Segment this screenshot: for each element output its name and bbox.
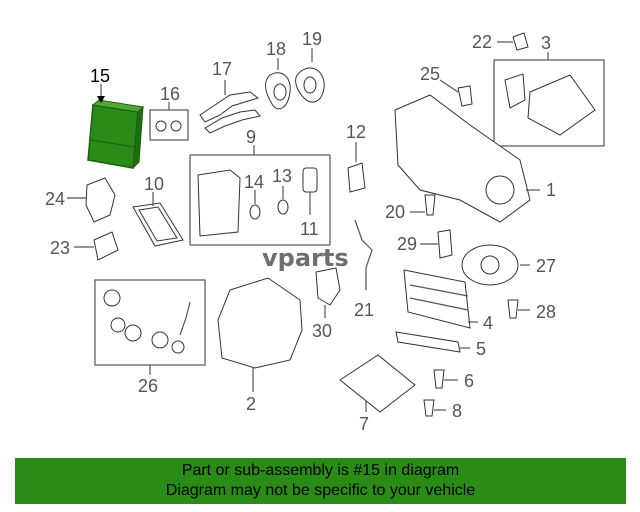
part-20-bolt — [424, 194, 436, 216]
part-8-bolt — [423, 399, 435, 417]
watermark-text: vparts — [262, 244, 349, 272]
part-3-cover — [527, 74, 596, 136]
part-1-hvac-case — [394, 94, 531, 223]
callout-24: 24 — [45, 189, 65, 209]
callout-25: 25 — [420, 64, 440, 84]
vparts-watermark: vparts — [262, 244, 349, 272]
callout-16: 16 — [160, 84, 180, 104]
part-21-sensor — [354, 219, 373, 290]
part-4-cabin-filter — [403, 269, 471, 329]
callout-7: 7 — [359, 414, 369, 434]
part-27-blower-motor — [461, 244, 519, 286]
part-26-gear-b — [110, 317, 126, 333]
part-12-actuator — [347, 162, 366, 193]
info-banner: Part or sub-assembly is #15 in diagram D… — [15, 458, 626, 504]
part-18-seal — [265, 72, 291, 110]
part-25-bolt — [457, 85, 473, 107]
part-9-box — [189, 154, 331, 246]
part-16-clip-a — [155, 120, 167, 132]
part-28-screw — [507, 299, 519, 319]
callout-15: 15 — [90, 66, 110, 86]
part-5-bracket — [395, 331, 461, 353]
callout-10: 10 — [144, 174, 164, 194]
part-7-tray — [339, 354, 416, 413]
part-26-gear-e — [171, 340, 185, 354]
callout-11: 11 — [300, 219, 319, 239]
callout-27: 27 — [536, 256, 556, 276]
callout-14: 14 — [244, 172, 264, 192]
callout-9: 9 — [246, 127, 256, 147]
part-10-filter — [132, 202, 184, 247]
part-13-o-ring — [277, 199, 289, 215]
callout-3: 3 — [541, 33, 551, 53]
part-9-seal-gasket — [197, 169, 241, 237]
part-26-gear-c — [124, 324, 142, 342]
part-17-pipes — [199, 91, 261, 134]
part-22-clip — [512, 32, 529, 51]
part-24-actuator — [85, 177, 116, 223]
part-1-blower-opening — [485, 175, 515, 205]
part-29-seal — [437, 229, 453, 259]
part-6-bolt — [433, 369, 445, 389]
part-23-bracket — [93, 231, 119, 261]
callout-26: 26 — [138, 376, 158, 396]
part-3-box — [493, 59, 605, 147]
callout-23: 23 — [50, 238, 70, 258]
callout-8: 8 — [452, 401, 462, 421]
callout-17: 17 — [212, 59, 232, 79]
arrow-15 — [97, 96, 105, 103]
callout-6: 6 — [464, 371, 474, 391]
part-26-link — [179, 301, 191, 336]
callout-2: 2 — [246, 394, 256, 414]
callout-28: 28 — [536, 302, 556, 322]
banner-line-1: Part or sub-assembly is #15 in diagram — [181, 462, 460, 479]
part-15-heater-core[interactable] — [87, 99, 145, 170]
part-30-actuator — [315, 267, 341, 306]
part-2-housing — [217, 277, 303, 369]
callout-21: 21 — [354, 300, 374, 320]
part-11-sensor — [302, 167, 318, 193]
callout-20: 20 — [385, 202, 405, 222]
callout-1: 1 — [546, 180, 556, 200]
part-3-bracket — [504, 73, 526, 109]
callout-29: 29 — [397, 234, 417, 254]
parts-diagram: 15 16 17 18 19 9 14 13 11 12 10 — [45, 29, 605, 434]
part-26-gear-a — [103, 289, 121, 307]
leader-25 — [439, 79, 459, 93]
callout-19: 19 — [302, 29, 322, 49]
callout-4: 4 — [483, 313, 493, 333]
banner-line-2: Diagram may not be specific to your vehi… — [165, 482, 476, 499]
part-16-clip-b — [170, 120, 182, 132]
callout-18: 18 — [266, 39, 286, 59]
callout-30: 30 — [312, 321, 332, 341]
callout-13: 13 — [272, 166, 292, 186]
callout-22: 22 — [472, 32, 492, 52]
callout-12: 12 — [346, 122, 366, 142]
part-14-o-ring — [249, 204, 261, 220]
part-26-gear-d — [151, 331, 169, 349]
callout-5: 5 — [476, 339, 486, 359]
part-19-seal — [295, 67, 325, 103]
